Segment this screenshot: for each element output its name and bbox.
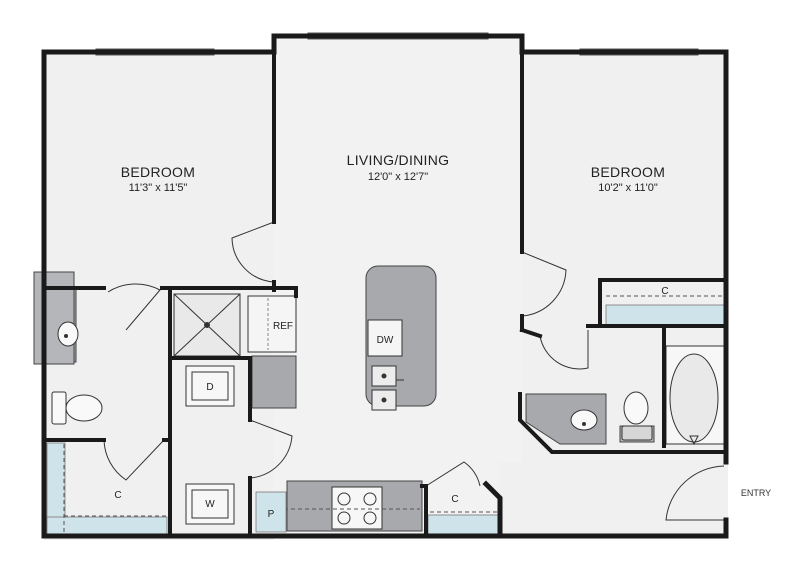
living-dining-name: LIVING/DINING bbox=[347, 152, 450, 168]
bedroom-left-name: BEDROOM bbox=[121, 164, 195, 180]
washer bbox=[185, 483, 235, 525]
kitchen-sink bbox=[371, 365, 404, 411]
sink-left bbox=[57, 321, 79, 347]
living-dining-dims: 12'0" x 12'7" bbox=[368, 171, 428, 183]
toilet-right bbox=[621, 391, 653, 441]
dishwasher-label: DW bbox=[377, 335, 394, 346]
closet-label-right-bedroom: C bbox=[661, 286, 668, 297]
dryer bbox=[185, 365, 235, 407]
toilet-left bbox=[51, 391, 103, 425]
right-bath-vanity bbox=[525, 393, 607, 445]
bathtub bbox=[665, 345, 727, 446]
sink-right bbox=[570, 409, 598, 431]
closet-label-left-bedroom: C bbox=[114, 490, 121, 501]
entry-label: ENTRY bbox=[741, 488, 771, 498]
bedroom-right-name: BEDROOM bbox=[591, 164, 665, 180]
pantry-label: P bbox=[268, 509, 275, 520]
dishwasher bbox=[367, 319, 403, 357]
dryer-label: D bbox=[206, 382, 213, 393]
walls bbox=[41, 33, 729, 539]
dashed-guides bbox=[63, 295, 726, 536]
bedroom-left-dims: 11'3" x 11'5" bbox=[129, 182, 188, 194]
refrigerator-label: REF bbox=[273, 321, 293, 332]
range bbox=[331, 486, 383, 530]
counter-by-ref bbox=[251, 355, 297, 409]
pantry bbox=[255, 491, 287, 533]
refrigerator bbox=[247, 295, 297, 353]
washer-label: W bbox=[205, 499, 215, 510]
closet-label-entry: C bbox=[451, 494, 458, 505]
shower bbox=[173, 293, 241, 357]
door-swings bbox=[103, 221, 725, 521]
bedroom-right-dims: 10'2" x 11'0" bbox=[598, 182, 658, 194]
